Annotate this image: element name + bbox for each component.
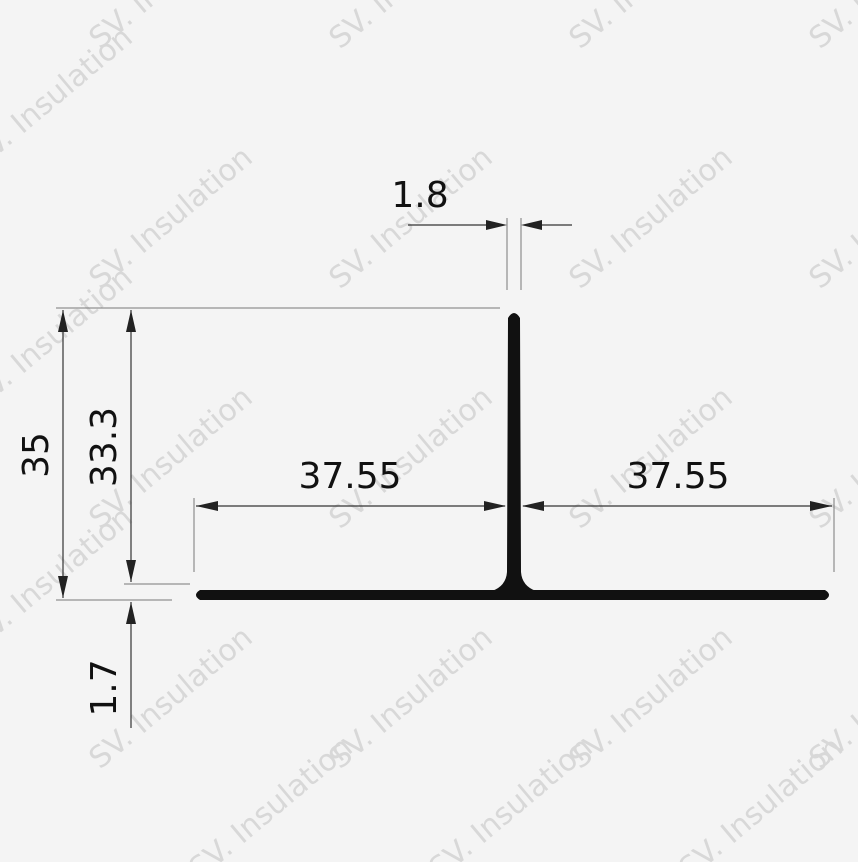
web-thickness-label: 1.8 (391, 175, 448, 216)
watermark-text: SV. Insulation (803, 140, 858, 296)
dimension-flange-thickness: 1.7 (84, 602, 136, 728)
right-flange-width-label: 37.55 (626, 456, 729, 497)
watermark-text: SV. Insulation (673, 730, 850, 862)
watermark-text: SV. Insulation (0, 260, 139, 416)
dimension-web-height: 33.3 (84, 310, 136, 582)
watermark-text: SV. Insulation (803, 0, 858, 56)
profile-web (492, 313, 536, 591)
watermark-text: SV. Insulation (323, 140, 500, 296)
t-profile-shape (196, 313, 829, 600)
watermark-text: SV. Insulation (183, 730, 360, 862)
dimension-web-thickness: 1.8 (391, 175, 572, 290)
watermark-text: SV. Insulation (803, 380, 858, 536)
profile-flange (196, 590, 829, 600)
watermark-text: SV. Insulation (423, 730, 600, 862)
web-height-label: 33.3 (84, 407, 125, 487)
flange-thickness-label: 1.7 (84, 659, 125, 716)
watermark-text: SV. Insulation (563, 0, 740, 56)
total-height-label: 35 (16, 432, 57, 478)
dimension-left-flange-width: 37.55 (193, 456, 506, 572)
watermark-text: SV. Insulation (0, 500, 139, 656)
dimension-right-flange-width: 37.55 (522, 456, 835, 572)
watermark-text: SV. Insulation (0, 20, 139, 176)
watermark-text: SV. Insulation (563, 140, 740, 296)
left-flange-width-label: 37.55 (298, 456, 401, 497)
dimension-total-height: 35 (16, 310, 68, 598)
watermark-text: SV. Insulation (323, 0, 500, 56)
